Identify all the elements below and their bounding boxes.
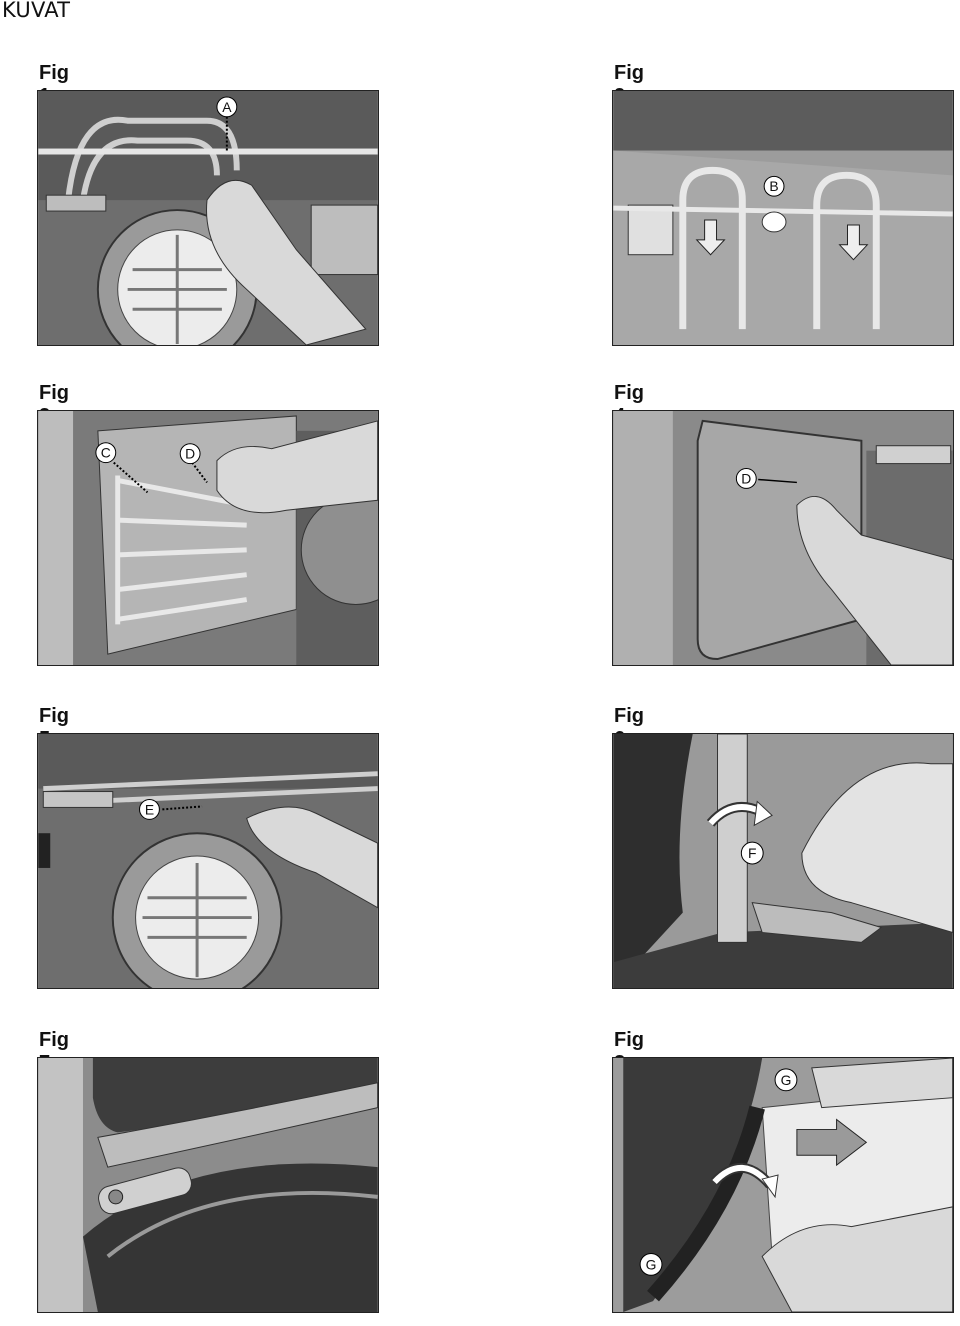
- figure-8-illustration: G G: [612, 1057, 954, 1313]
- oven-grill-element-removal-drawing: A: [38, 91, 378, 345]
- door-hinge-lever-drawing: F: [613, 734, 953, 988]
- oven-ceiling-element-drawing: B: [613, 91, 953, 345]
- figure-6-illustration: F: [612, 733, 954, 989]
- door-glass-removal-drawing: G G: [613, 1058, 953, 1312]
- callout-a: A: [222, 99, 232, 115]
- callout-b: B: [769, 178, 778, 194]
- callout-f: F: [748, 845, 756, 861]
- figure-3-illustration: C D: [37, 410, 379, 666]
- page-title: KUVAT: [2, 0, 71, 22]
- side-panel-removal-drawing: D: [613, 411, 953, 665]
- figure-7-illustration: [37, 1057, 379, 1313]
- callout-e: E: [145, 801, 154, 817]
- figure-5-illustration: E: [37, 733, 379, 989]
- callout-d: D: [741, 470, 751, 486]
- figure-4-illustration: D: [612, 410, 954, 666]
- shelf-support-removal-drawing: C D: [38, 411, 378, 665]
- figure-1-illustration: A: [37, 90, 379, 346]
- callout-g-bottom: G: [646, 1256, 657, 1272]
- door-hinge-closeup-drawing: [38, 1058, 378, 1312]
- figure-2-illustration: B: [612, 90, 954, 346]
- callout-d: D: [185, 446, 195, 462]
- callout-c: C: [101, 445, 111, 461]
- callout-g-top: G: [781, 1072, 792, 1088]
- screw-removal-drawing: E: [38, 734, 378, 988]
